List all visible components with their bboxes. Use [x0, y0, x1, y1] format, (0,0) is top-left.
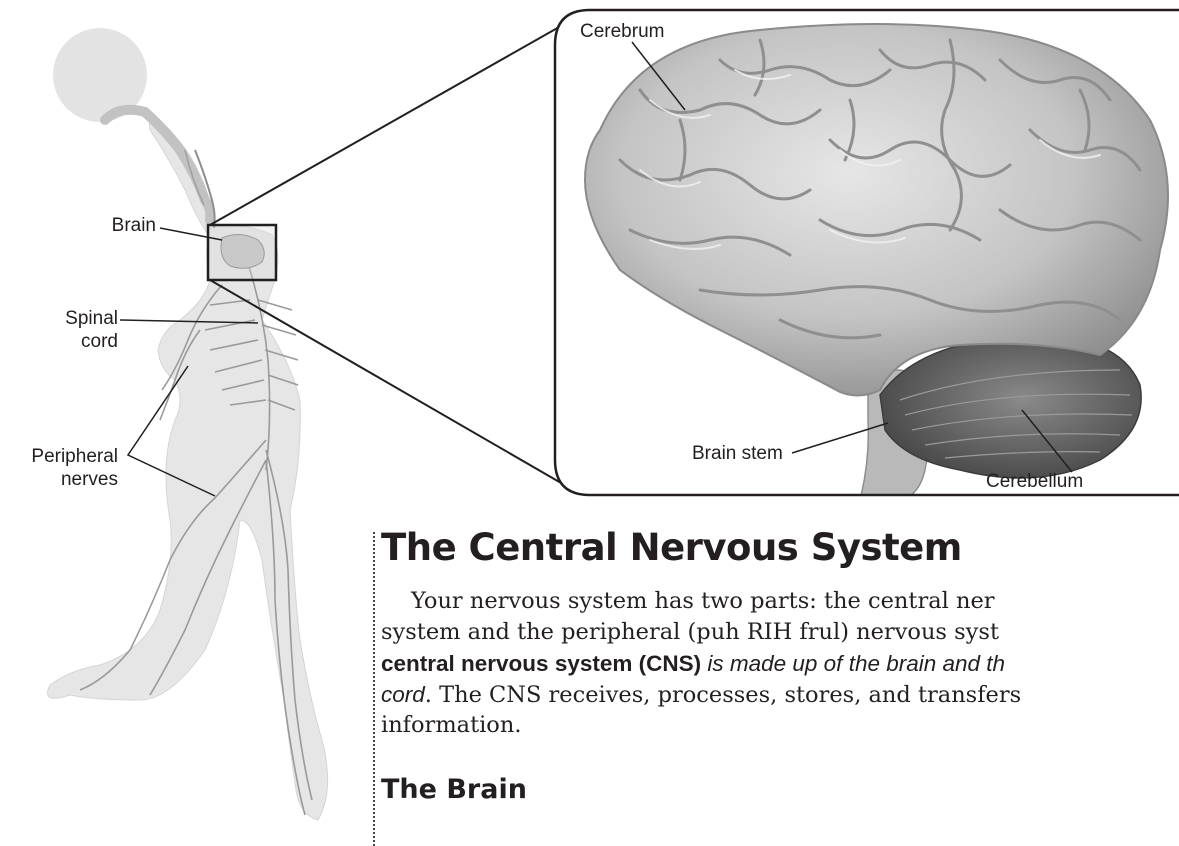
paragraph-line-5: information. [381, 710, 1179, 741]
spinal-cord-label-line2: cord [30, 330, 118, 353]
body-silhouette [48, 28, 328, 820]
paragraph-line-4: cord. The CNS receives, processes, store… [381, 679, 1179, 710]
brain-detail-panel [555, 10, 1179, 500]
key-term: central nervous system (CNS) [381, 651, 701, 676]
term-definition: is made up of the brain and th [701, 651, 1005, 676]
term-definition-end: cord [381, 682, 425, 707]
spinal-cord-label-line1: Spinal [30, 307, 118, 330]
cerebrum-label: Cerebrum [580, 20, 664, 43]
brain-stem-label: Brain stem [692, 442, 783, 465]
paragraph-line-4-rest: . The CNS receives, processes, stores, a… [425, 682, 1021, 708]
section-paragraph: Your nervous system has two parts: the c… [381, 586, 1179, 741]
section-heading: The Central Nervous System [381, 526, 962, 569]
peripheral-nerves-label-line2: nerves [0, 468, 118, 491]
peripheral-nerves-label-line1: Peripheral [0, 445, 118, 468]
brain-label: Brain [60, 214, 156, 237]
cerebellum-label: Cerebellum [986, 470, 1083, 493]
subsection-heading: The Brain [381, 774, 527, 805]
paragraph-line-1: Your nervous system has two parts: the c… [381, 586, 1179, 617]
paragraph-line-3: central nervous system (CNS) is made up … [381, 648, 1179, 679]
paragraph-line-2: system and the peripheral (puh RIH frul)… [381, 617, 1179, 648]
column-divider [373, 532, 375, 846]
